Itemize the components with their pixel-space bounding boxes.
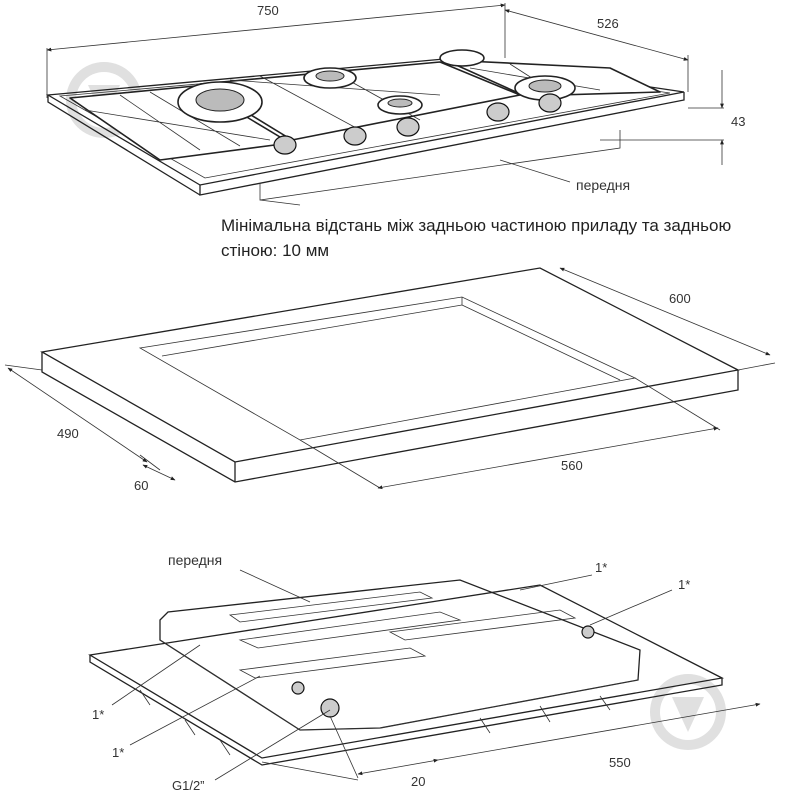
mark-1: 1* — [595, 560, 608, 575]
mark-3: 1* — [92, 707, 105, 722]
top-dimensions — [46, 3, 724, 183]
top-front-label: передня — [576, 177, 631, 193]
mark-2: 1* — [678, 577, 691, 592]
bottom-offset-dimension: 20 — [411, 774, 426, 789]
cutout-back-dimension: 600 — [669, 291, 691, 306]
note-line-2: стіною: 10 мм — [221, 240, 330, 260]
top-depth-dimension: 526 — [597, 16, 619, 31]
watermark-logo-icon — [650, 674, 726, 750]
cutout-front-dimension: 60 — [134, 478, 149, 493]
minimum-distance-note: Мінімальна відстань між задньою частиною… — [221, 214, 781, 263]
bottom-front-label: передня — [168, 552, 223, 568]
cutout-side-dimension: 490 — [57, 426, 79, 441]
hob-bottom-view — [88, 569, 761, 781]
gas-connection-label: G1/2” — [172, 778, 205, 793]
cutout-width-dimension: 560 — [561, 458, 583, 473]
bottom-width-dimension: 550 — [609, 755, 631, 770]
cutout-slab — [4, 267, 776, 490]
top-width-dimension: 750 — [257, 3, 279, 18]
mark-4: 1* — [112, 745, 125, 760]
note-line-1: Мінімальна відстань між задньою частиною… — [221, 216, 732, 235]
hob-top-view — [45, 49, 685, 206]
top-height-dimension: 43 — [731, 114, 746, 129]
